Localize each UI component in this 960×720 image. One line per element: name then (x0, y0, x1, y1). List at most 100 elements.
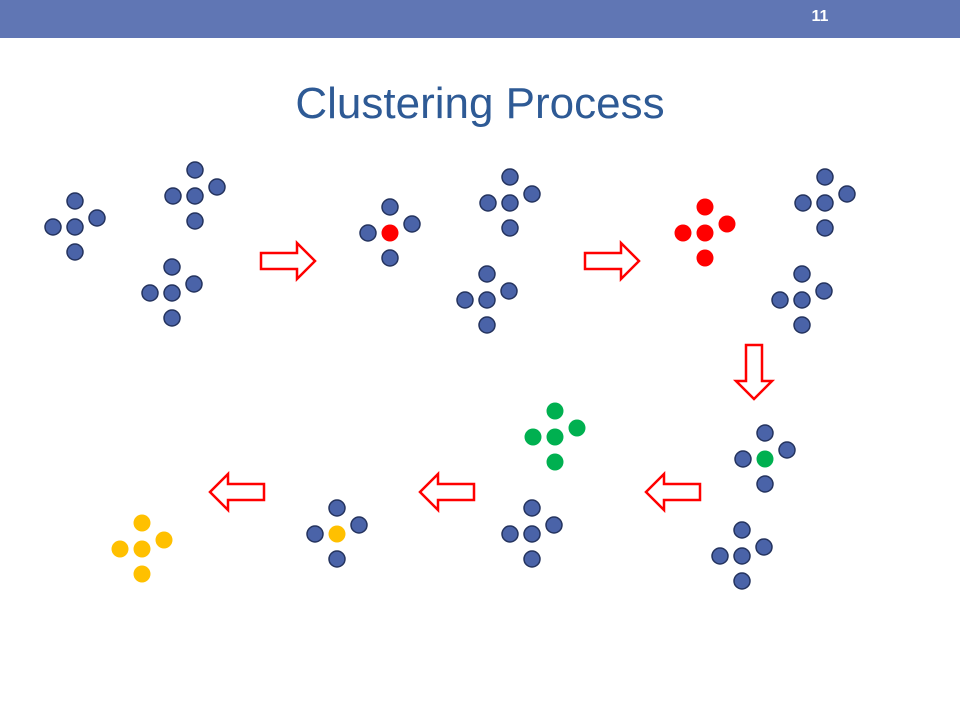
unclustered-point (381, 249, 399, 267)
unclustered-point (500, 282, 518, 300)
point-group (456, 265, 518, 334)
unclustered-point (794, 194, 812, 212)
point-group (44, 192, 106, 261)
stage-3 (674, 168, 856, 334)
stage-7 (111, 514, 173, 583)
point-group (711, 521, 773, 590)
unclustered-point (793, 316, 811, 334)
arrow-left-icon (208, 470, 266, 514)
unclustered-point (756, 424, 774, 442)
unclustered-point (350, 516, 368, 534)
arrow-left-icon (644, 470, 702, 514)
point-group (501, 499, 563, 568)
clustered-point (546, 428, 564, 446)
unclustered-point (778, 441, 796, 459)
unclustered-point (163, 309, 181, 327)
unclustered-point (185, 275, 203, 293)
clustered-point (696, 198, 714, 216)
unclustered-point (816, 168, 834, 186)
unclustered-point (381, 198, 399, 216)
unclustered-point (403, 215, 421, 233)
arrow-left-icon (418, 470, 476, 514)
arrow-right-icon (259, 239, 317, 283)
unclustered-point (734, 450, 752, 468)
unclustered-point (793, 291, 811, 309)
unclustered-point (501, 168, 519, 186)
unclustered-point (793, 265, 811, 283)
stage-2 (359, 168, 541, 334)
point-group (306, 499, 368, 568)
unclustered-point (478, 291, 496, 309)
arrows-layer (208, 239, 776, 514)
unclustered-point (478, 265, 496, 283)
unclustered-point (711, 547, 729, 565)
unclustered-point (359, 224, 377, 242)
unclustered-point (44, 218, 62, 236)
dots-layer (44, 161, 856, 590)
clustered-point (133, 540, 151, 558)
clustered-point (568, 419, 586, 437)
point-group (111, 514, 173, 583)
unclustered-point (523, 525, 541, 543)
unclustered-point (733, 572, 751, 590)
stage-5 (501, 402, 586, 568)
unclustered-point (733, 547, 751, 565)
clustered-point (111, 540, 129, 558)
clustered-point (696, 249, 714, 267)
unclustered-point (208, 178, 226, 196)
clustered-point (674, 224, 692, 242)
unclustered-point (478, 316, 496, 334)
point-group (771, 265, 833, 334)
slide-title: Clustering Process (295, 79, 665, 128)
unclustered-point (66, 218, 84, 236)
unclustered-point (501, 525, 519, 543)
unclustered-point (815, 282, 833, 300)
header-bar (0, 0, 960, 38)
clustered-point (328, 525, 346, 543)
unclustered-point (501, 194, 519, 212)
unclustered-point (66, 192, 84, 210)
point-group (524, 402, 586, 471)
unclustered-point (164, 187, 182, 205)
clustered-point (756, 450, 774, 468)
point-group (479, 168, 541, 237)
stage-4 (711, 424, 796, 590)
clustered-point (133, 514, 151, 532)
unclustered-point (186, 187, 204, 205)
unclustered-point (771, 291, 789, 309)
unclustered-point (733, 521, 751, 539)
arrow-right-icon (583, 239, 641, 283)
arrow-down-icon (732, 343, 776, 401)
unclustered-point (141, 284, 159, 302)
clustered-point (696, 224, 714, 242)
unclustered-point (306, 525, 324, 543)
clustered-point (546, 453, 564, 471)
unclustered-point (66, 243, 84, 261)
unclustered-point (163, 258, 181, 276)
point-group (359, 198, 421, 267)
unclustered-point (523, 185, 541, 203)
unclustered-point (838, 185, 856, 203)
unclustered-point (755, 538, 773, 556)
slide-number: 11 (811, 8, 829, 25)
unclustered-point (756, 475, 774, 493)
clustered-point (718, 215, 736, 233)
unclustered-point (163, 284, 181, 302)
unclustered-point (545, 516, 563, 534)
unclustered-point (456, 291, 474, 309)
stage-1 (44, 161, 226, 327)
clustered-point (155, 531, 173, 549)
unclustered-point (186, 212, 204, 230)
unclustered-point (816, 219, 834, 237)
unclustered-point (186, 161, 204, 179)
unclustered-point (501, 219, 519, 237)
clustered-point (381, 224, 399, 242)
unclustered-point (88, 209, 106, 227)
point-group (164, 161, 226, 230)
clustered-point (546, 402, 564, 420)
point-group (734, 424, 796, 493)
unclustered-point (328, 550, 346, 568)
unclustered-point (479, 194, 497, 212)
point-group (674, 198, 736, 267)
